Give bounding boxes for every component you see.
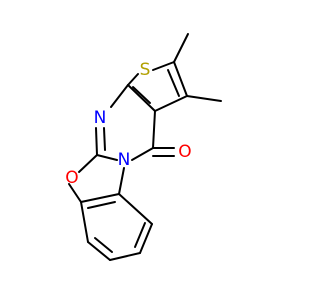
bond-c9a-o9 [78, 154, 98, 173]
bond-c3a-c7a [127, 84, 156, 112]
oxygen-carbonyl-atom-label: O [178, 142, 191, 162]
bond-c7a-n1 [110, 84, 129, 108]
sulfur-atom-label: S [140, 60, 151, 80]
bond-n1-c9a-inner [103, 127, 106, 151]
bond-c8a-c4a-inner [87, 201, 116, 209]
bond-c2-methyl [173, 33, 189, 63]
bond-c8-c7-inner [94, 237, 113, 253]
bond-n1-c9a [95, 127, 98, 156]
bond-o9-c8a [68, 183, 82, 203]
bond-c8a-c4a [80, 193, 120, 203]
bond-c5-c4a [118, 193, 153, 225]
oxygen-ring-atom-label: O [65, 168, 78, 188]
bond-s-c2 [152, 61, 175, 71]
bond-c3a-c7a-inner [132, 86, 151, 104]
bond-n10-c4 [131, 147, 154, 161]
bond-c8a-c8 [80, 201, 89, 243]
bond-c3-c3a [154, 95, 188, 112]
nitrogen-atom-label-upper: N [94, 108, 107, 128]
atom-labels-group: S N N O O [65, 60, 191, 188]
benzoxazolo-thienopyrimidinone-structure: S N N O O [65, 33, 222, 261]
bond-c6-c5 [139, 223, 153, 254]
nitrogen-atom-label-lower: N [118, 150, 131, 170]
bond-c2-c3 [173, 61, 188, 97]
bond-c4a-n10 [118, 167, 125, 195]
bonds-group [68, 33, 222, 261]
bond-c4-c3a [152, 110, 156, 149]
bond-c7-c6 [109, 252, 141, 261]
bond-c3-methyl [186, 95, 222, 102]
bond-c6-c5-inner [134, 222, 146, 248]
bond-c2-c3-inner [167, 69, 180, 97]
bond-c8-c7 [87, 241, 111, 261]
bond-c7a-s [127, 73, 139, 86]
bond-c9a-n10 [96, 154, 118, 161]
